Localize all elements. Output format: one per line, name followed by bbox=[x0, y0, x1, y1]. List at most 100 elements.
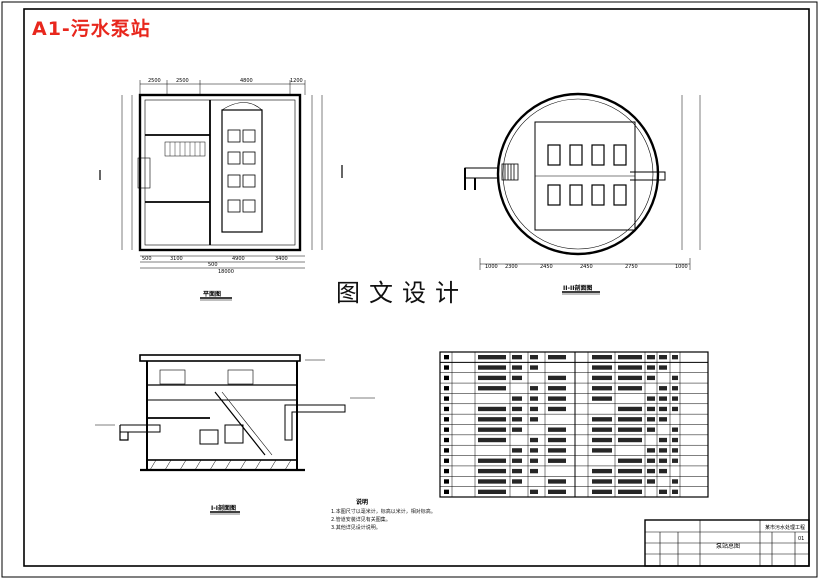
table-cell-text bbox=[478, 458, 506, 463]
drawing-title: A1-污水泵站 bbox=[32, 18, 151, 40]
plan-bottom-dim-2: 3100 bbox=[170, 256, 183, 262]
table-row-number bbox=[444, 489, 449, 494]
table-cell-text bbox=[592, 427, 612, 432]
table-cell-text bbox=[659, 437, 667, 443]
circle-dim-3: 2450 bbox=[540, 264, 553, 270]
table-cell-text bbox=[659, 396, 667, 401]
table-cell-text bbox=[548, 448, 566, 453]
table-cell-text bbox=[659, 468, 667, 474]
table-cell-text bbox=[592, 489, 612, 494]
table-cell-text bbox=[548, 479, 566, 484]
table-cell-text bbox=[672, 458, 678, 463]
table-cell-text bbox=[512, 396, 522, 401]
note-line-3: 3.其他详见设计说明。 bbox=[331, 525, 381, 531]
table-cell-text bbox=[530, 417, 538, 422]
circle-dimension-labels: 1000 2300 2450 2450 2750 1000 II-II剖面图 bbox=[485, 264, 688, 292]
table-cell-text bbox=[478, 479, 506, 484]
table-cell-text bbox=[592, 355, 612, 360]
plan-top-dim-4: 1200 bbox=[290, 78, 303, 84]
circle-view bbox=[464, 92, 701, 295]
title-block-project: 某市污水处理工程 bbox=[765, 524, 805, 531]
table-cell-text bbox=[592, 386, 612, 391]
table-cell-text bbox=[530, 437, 538, 443]
title-block bbox=[644, 519, 810, 567]
table-cell-text bbox=[618, 479, 642, 484]
table-cell-text bbox=[672, 479, 678, 484]
circle-dim-2: 2300 bbox=[505, 264, 518, 270]
table-cell-text bbox=[647, 417, 655, 422]
table-cell-text bbox=[618, 437, 642, 443]
table-cell-text bbox=[647, 396, 655, 401]
table-cell-text bbox=[672, 427, 678, 432]
table-cell-text bbox=[672, 489, 678, 494]
table-row-number bbox=[444, 417, 449, 422]
table-cell-text bbox=[659, 489, 667, 494]
table-cell-text bbox=[647, 448, 655, 453]
table-cell-text bbox=[672, 396, 678, 401]
table-cell-text bbox=[592, 417, 612, 422]
circle-dim-4: 2450 bbox=[580, 264, 593, 270]
table-cell-text bbox=[592, 365, 612, 370]
table-cell-text bbox=[647, 458, 655, 463]
table-cell-text bbox=[548, 396, 566, 401]
table-cell-text bbox=[672, 406, 678, 412]
table-row-number bbox=[444, 479, 449, 484]
table-cell-text bbox=[530, 396, 538, 401]
table-cell-text bbox=[530, 406, 538, 412]
plan-caption: 平面图 bbox=[203, 290, 221, 298]
table-cell-text bbox=[672, 375, 678, 381]
table-row-number bbox=[444, 396, 449, 401]
table-cell-text bbox=[512, 406, 522, 412]
table-cell-text bbox=[659, 417, 667, 422]
table-row-number bbox=[444, 458, 449, 463]
plan-bottom-dim-3: 4900 bbox=[232, 256, 245, 262]
table-cell-text bbox=[647, 427, 655, 432]
table-cell-text bbox=[512, 479, 522, 484]
table-cell-text bbox=[478, 437, 506, 443]
table-cell-text bbox=[530, 448, 538, 453]
table-cell-text bbox=[530, 365, 538, 370]
table-cell-text bbox=[618, 489, 642, 494]
table-cell-text bbox=[530, 489, 538, 494]
title-block-drawing: 泵站总图 bbox=[716, 542, 740, 550]
table-cell-text bbox=[647, 365, 655, 370]
plan-view bbox=[99, 80, 343, 301]
plan-dimension-labels: 2500 2500 4800 1200 500 3100 4900 3400 5… bbox=[142, 78, 303, 298]
plan-bottom-dim-1: 500 bbox=[142, 256, 152, 262]
table-cell-text bbox=[548, 458, 566, 463]
plan-top-dim-1: 2500 bbox=[148, 78, 161, 84]
section-caption: I-I剖面图 bbox=[211, 504, 236, 512]
section-labels: I-I剖面图 说明 bbox=[211, 498, 368, 512]
table-cell-text bbox=[530, 458, 538, 463]
table-cell-text bbox=[530, 355, 538, 360]
table-cell-text bbox=[618, 417, 642, 422]
table-cell-text bbox=[618, 468, 642, 474]
table-cell-text bbox=[672, 355, 678, 360]
table-row-number bbox=[444, 437, 449, 443]
table-cell-text bbox=[592, 448, 612, 453]
notes-title: 说明 bbox=[356, 498, 368, 506]
table-row-number bbox=[444, 468, 449, 474]
table-cell-text bbox=[647, 375, 655, 381]
table-cell-text bbox=[672, 448, 678, 453]
table-row-number bbox=[444, 427, 449, 432]
table-cell-text bbox=[618, 375, 642, 381]
table-cell-text bbox=[659, 458, 667, 463]
note-line-1: 1.本图尺寸以毫米计，标高以米计，相对标高。 bbox=[331, 509, 436, 515]
table-cell-text bbox=[478, 427, 506, 432]
table-cell-text bbox=[618, 365, 642, 370]
table-cell-text bbox=[618, 355, 642, 360]
table-cell-text bbox=[512, 458, 522, 463]
table-cell-text bbox=[512, 427, 522, 432]
table-cell-text bbox=[530, 386, 538, 391]
material-table bbox=[439, 351, 709, 498]
table-cell-text bbox=[478, 468, 506, 474]
table-row-number bbox=[444, 375, 449, 381]
inner-border bbox=[23, 8, 810, 567]
table-cell-text bbox=[647, 355, 655, 360]
table-row-number bbox=[444, 365, 449, 370]
table-row-number bbox=[444, 406, 449, 412]
table-cell-text bbox=[672, 386, 678, 391]
